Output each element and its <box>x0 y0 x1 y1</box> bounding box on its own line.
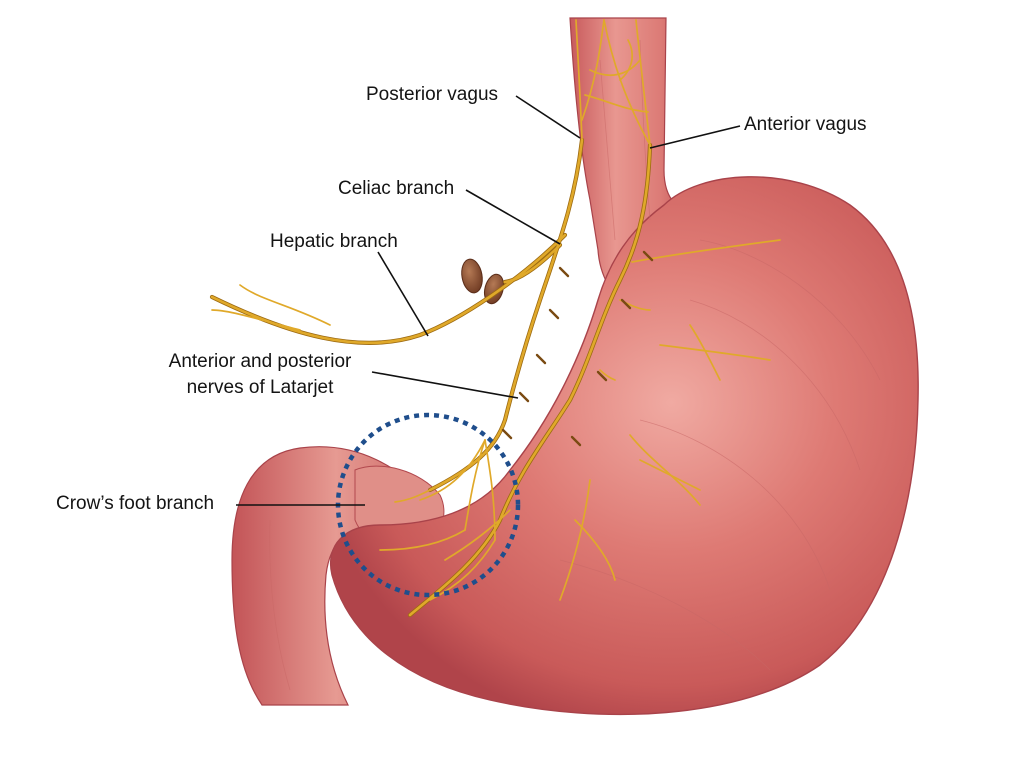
label-anterior-vagus: Anterior vagus <box>744 114 867 135</box>
label-hepatic-branch: Hepatic branch <box>270 231 398 252</box>
label-latarjet-line-1: Anterior and posterior <box>168 351 352 372</box>
label-posterior-vagus: Posterior vagus <box>366 84 499 105</box>
vagus-nerves <box>209 19 781 618</box>
celiac-ganglia <box>461 258 505 305</box>
stomach-body <box>329 176 919 716</box>
leader-lines <box>236 95 741 506</box>
muscle-striations <box>269 39 881 691</box>
label-latarjet-line-2: nerves of Latarjet <box>186 377 334 398</box>
label-crows-foot-branch: Crow’s foot branch <box>56 493 215 514</box>
label-celiac-branch: Celiac branch <box>338 178 455 199</box>
